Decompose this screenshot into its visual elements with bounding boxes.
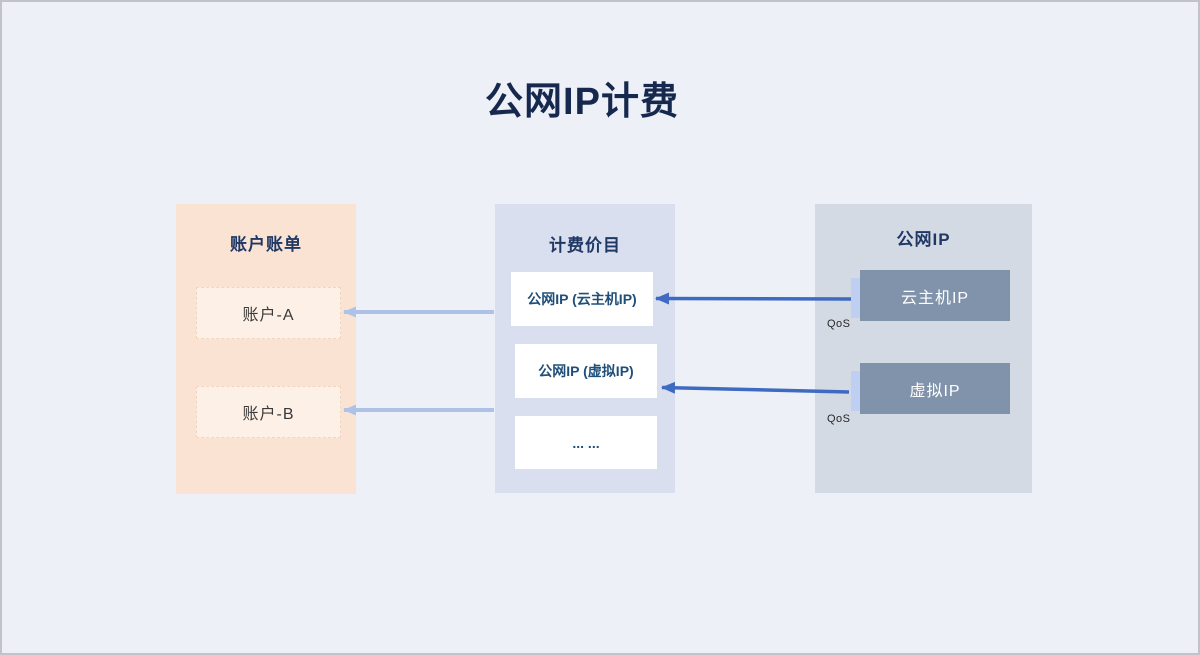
virtual-ip-node: 虚拟IP (860, 363, 1010, 414)
page-title: 公网IP计费 (485, 81, 679, 123)
pricing-column: 计费价目 公网IP (云主机IP) 公网IP (虚拟IP) ... ... (495, 204, 675, 493)
account-b-node: 账户-B (196, 386, 341, 438)
account-b-label: 账户-B (242, 406, 295, 423)
public-ip-column: 公网IP 云主机IP QoS 虚拟IP QoS (815, 204, 1032, 493)
pricing-node-cloud-host-ip: 公网IP (云主机IP) (511, 272, 653, 326)
public-ip-header: 公网IP (896, 230, 951, 249)
account-bill-column: 账户账单 账户-A 账户-B (176, 204, 356, 494)
pricing-node-virtual-ip-label: 公网IP (虚拟IP) (538, 363, 634, 379)
account-a-label: 账户-A (242, 307, 295, 324)
pricing-header: 计费价目 (549, 236, 621, 255)
pricing-node-ellipsis: ... ... (515, 416, 657, 469)
account-bill-header: 账户账单 (230, 235, 302, 254)
account-a-node: 账户-A (196, 287, 341, 339)
pricing-node-ellipsis-label: ... ... (572, 434, 600, 451)
virtual-ip-label: 虚拟IP (909, 382, 961, 400)
pricing-node-virtual-ip: 公网IP (虚拟IP) (515, 344, 657, 398)
cloud-host-ip-label: 云主机IP (900, 289, 970, 307)
cloud-host-ip-node: 云主机IP (860, 270, 1010, 321)
qos-label-virtual: QoS (827, 413, 851, 425)
pricing-node-cloud-host-ip-label: 公网IP (云主机IP) (527, 291, 637, 307)
qos-tab-cloud-host (851, 278, 860, 318)
qos-label-cloud-host: QoS (827, 318, 851, 330)
qos-tab-virtual (851, 371, 860, 411)
